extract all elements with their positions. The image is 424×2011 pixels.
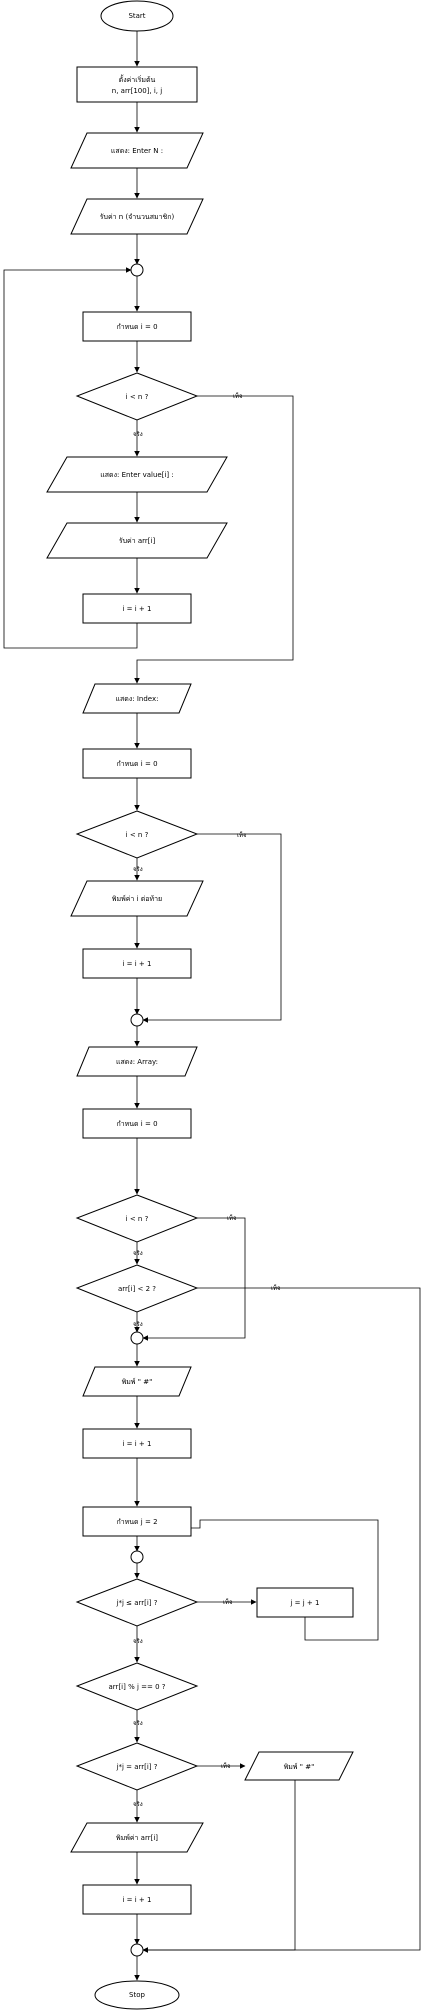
print-index-label: พิมพ์ค่า i ต่อท้าย [112, 895, 162, 903]
start-terminal: Start [100, 0, 174, 32]
edges [3, 31, 421, 1981]
print-arr-io: พิมพ์ค่า arr[i] [70, 1822, 204, 1853]
edge-cond2-no [142, 833, 282, 1023]
init-i-1-label: กำหนด i = 0 [116, 323, 157, 331]
cond-i-lt-n-2-label: i < n ? [126, 831, 149, 839]
cond-i-lt-n-3-label: i < n ? [126, 1215, 149, 1223]
init-i-2-process: กำหนด i = 0 [82, 748, 192, 779]
edge-print-hash2-junction5 [142, 1780, 296, 1953]
cond-j-le-arr-decision: j*j ≤ arr[i] ? [75, 1578, 199, 1627]
nodes: Start ตั้งค่าเริ่มต้น n, arr[100], i, j … [46, 0, 354, 2010]
edge-loop-back-1 [3, 267, 138, 649]
cond-jj-eq-arr-decision: j*j = arr[i] ? [75, 1742, 199, 1791]
start-label: Start [128, 12, 145, 20]
init-i-3-label: กำหนด i = 0 [116, 1120, 157, 1128]
show-array-io: แสดง: Array: [76, 1046, 198, 1077]
junction-3 [130, 1331, 144, 1345]
inc-i-4-process: i = i + 1 [82, 1884, 192, 1915]
show-array-label: แสดง: Array: [116, 1058, 158, 1066]
print-hash-1-io: พิมพ์ " #" [82, 1366, 192, 1397]
init-j-label: กำหนด j = 2 [116, 1518, 157, 1526]
show-enter-value-label: แสดง: Enter value[i] : [100, 471, 173, 479]
print-index-io: พิมพ์ค่า i ต่อท้าย [70, 880, 204, 917]
junction-4 [130, 1550, 144, 1564]
cond-1-yes-label: จริง [133, 431, 143, 438]
print-hash-2-label: พิมพ์ " #" [284, 1763, 315, 1771]
init-i-1-process: กำหนด i = 0 [82, 311, 192, 342]
inc-i-3-process: i = i + 1 [82, 1428, 192, 1459]
cond-j-yes-label: จริง [133, 1638, 143, 1645]
inc-i-4-label: i = i + 1 [123, 1896, 152, 1904]
cond-arr-yes-label: จริง [133, 1321, 143, 1328]
junction-1 [130, 263, 144, 277]
edge-inc-j-loop [145, 1519, 379, 1641]
cond-i-lt-n-3-decision: i < n ? [75, 1194, 199, 1243]
cond-arr-no-label: เท็จ [271, 1283, 281, 1292]
read-n-label: รับค่า n (จำนวนสมาชิก) [100, 213, 175, 221]
junction-5 [130, 1943, 144, 1957]
cond-jj-yes-label: จริง [133, 1801, 143, 1808]
show-index-label: แสดง: Index: [116, 695, 159, 703]
inc-i-3-label: i = i + 1 [123, 1440, 152, 1448]
show-enter-n-io: แสดง: Enter N : [70, 132, 204, 169]
cond-mod-decision: arr[i] % j == 0 ? [75, 1662, 199, 1711]
print-arr-label: พิมพ์ค่า arr[i] [116, 1834, 158, 1842]
declare-process: ตั้งค่าเริ่มต้น n, arr[100], i, j [76, 66, 198, 103]
cond-arr-lt-2-decision: arr[i] < 2 ? [75, 1264, 199, 1313]
stop-label: Stop [129, 1991, 145, 1999]
inc-i-1-process: i = i + 1 [82, 593, 192, 624]
cond-j-no-label: เท็จ [223, 1597, 233, 1606]
cond-jj-no-label: เท็จ [221, 1761, 231, 1770]
cond-3-yes-label: จริง [133, 1250, 143, 1257]
show-index-io: แสดง: Index: [82, 683, 192, 714]
edge-cond1-no [134, 395, 294, 684]
print-hash-2-io: พิมพ์ " #" [244, 1751, 354, 1781]
cond-3-no-label: เท็จ [227, 1213, 237, 1222]
edge-cond3-no [142, 1217, 246, 1341]
cond-i-lt-n-1-decision: i < n ? [75, 372, 199, 421]
read-n-io: รับค่า n (จำนวนสมาชิก) [70, 198, 204, 235]
cond-i-lt-n-1-label: i < n ? [126, 393, 149, 401]
show-enter-value-io: แสดง: Enter value[i] : [46, 456, 228, 493]
cond-1-no-label: เท็จ [233, 391, 243, 400]
inc-i-2-label: i = i + 1 [123, 960, 152, 968]
cond-jj-eq-arr-label: j*j = arr[i] ? [116, 1763, 158, 1771]
inc-i-1-label: i = i + 1 [123, 605, 152, 613]
declare-label-line1: ตั้งค่าเริ่มต้น [119, 73, 156, 84]
cond-mod-label: arr[i] % j == 0 ? [109, 1683, 166, 1691]
declare-label-line2: n, arr[100], i, j [112, 87, 162, 95]
init-j-process: กำหนด j = 2 [82, 1506, 192, 1537]
show-enter-n-label: แสดง: Enter N : [111, 147, 163, 155]
inc-j-process: j = j + 1 [256, 1587, 354, 1618]
junction-2 [130, 1013, 144, 1027]
print-hash-1-label: พิมพ์ " #" [122, 1378, 153, 1386]
cond-2-no-label: เท็จ [237, 830, 247, 839]
init-i-3-process: กำหนด i = 0 [82, 1108, 192, 1139]
init-i-2-label: กำหนด i = 0 [116, 760, 157, 768]
cond-mod-yes-label: จริง [133, 1720, 143, 1727]
read-arr-label: รับค่า arr[i] [119, 537, 156, 545]
stop-terminal: Stop [94, 1980, 180, 2010]
inc-j-label: j = j + 1 [290, 1599, 320, 1607]
cond-j-le-arr-label: j*j ≤ arr[i] ? [116, 1599, 158, 1607]
cond-arr-lt-2-label: arr[i] < 2 ? [118, 1285, 156, 1293]
inc-i-2-process: i = i + 1 [82, 948, 192, 979]
read-arr-io: รับค่า arr[i] [46, 522, 228, 559]
cond-i-lt-n-2-decision: i < n ? [75, 810, 199, 859]
cond-2-yes-label: จริง [133, 866, 143, 873]
